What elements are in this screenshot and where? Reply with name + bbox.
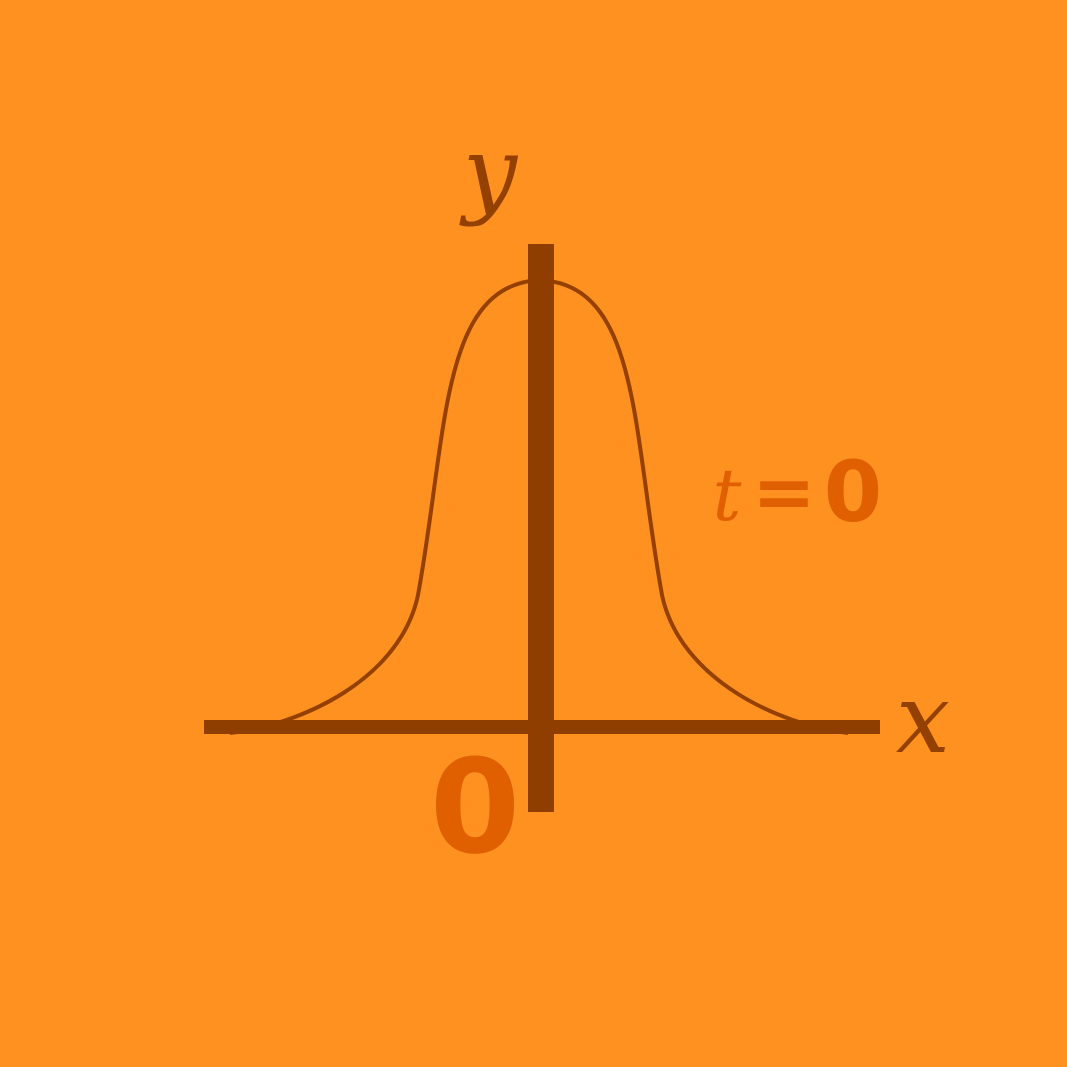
time-value: 0 [824, 443, 882, 541]
time-annotation: t = 0 [713, 443, 883, 541]
origin-label: 0 [430, 731, 520, 883]
equals-sign: = [752, 447, 816, 536]
y-axis-line [528, 244, 554, 812]
y-axis-label: y [459, 116, 519, 228]
x-axis-label: x [896, 663, 950, 775]
time-variable: t [713, 453, 743, 537]
